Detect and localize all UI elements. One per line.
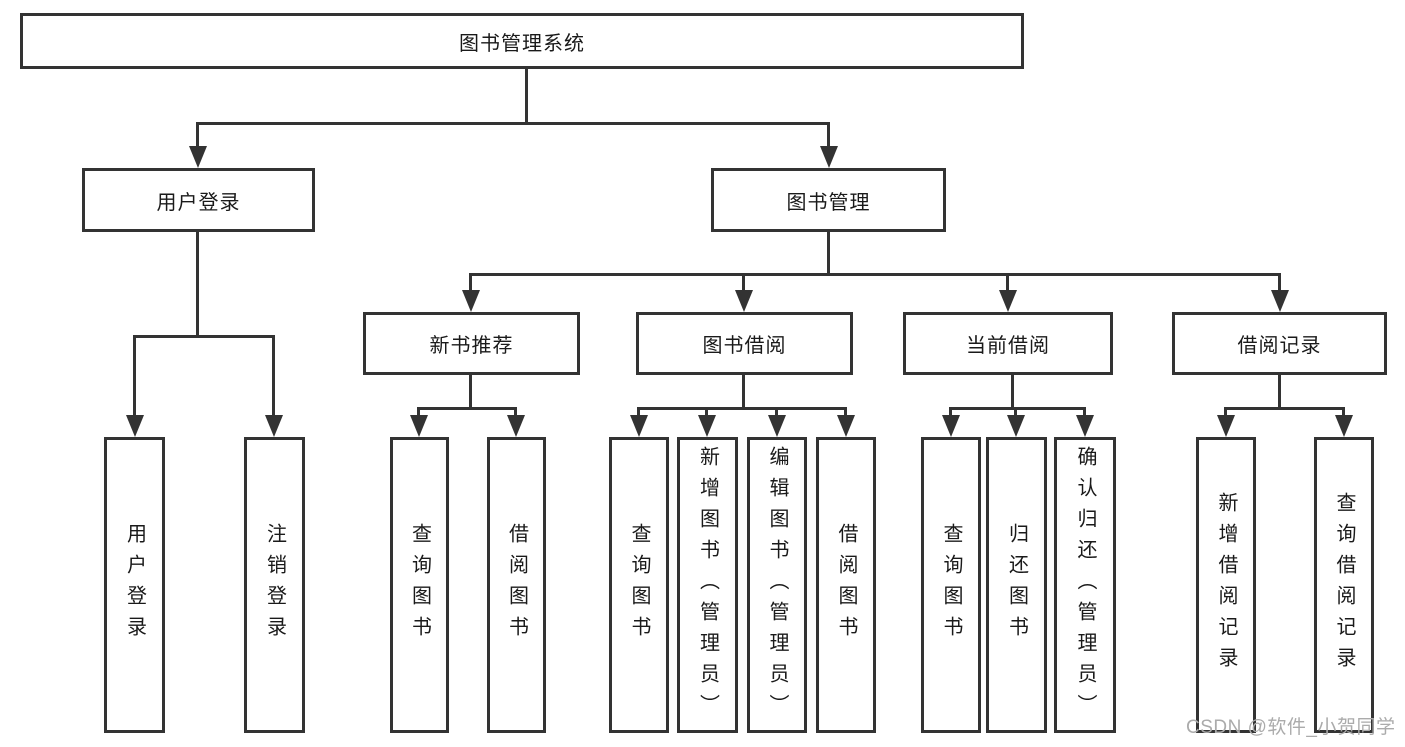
connector-drop — [272, 335, 275, 420]
node-book-borrow: 图书借阅 — [636, 312, 853, 375]
arrowhead — [630, 415, 648, 437]
node-new-book: 新书推荐 — [363, 312, 580, 375]
connector-l1-rail — [196, 122, 830, 125]
connector-drop — [1006, 273, 1009, 295]
leaf-current-confirm: 确认归还（管理员） — [1054, 437, 1116, 733]
arrowhead — [1335, 415, 1353, 437]
leaf-borrow-edit: 编辑图书（管理员） — [747, 437, 807, 733]
connector-drop — [1224, 407, 1227, 420]
arrowhead — [942, 415, 960, 437]
connector-drop — [1342, 407, 1345, 420]
arrowhead — [126, 415, 144, 437]
connector-drop — [133, 335, 136, 420]
leaf-logout: 注销登录 — [244, 437, 305, 733]
leaf-label: 查询图书 — [628, 523, 650, 647]
arrowhead — [698, 415, 716, 437]
arrowhead — [820, 146, 838, 168]
connector-userlogin-rail — [133, 335, 275, 338]
arrowhead — [768, 415, 786, 437]
leaf-label: 查询图书 — [408, 523, 431, 647]
connector-userlogin-stem — [196, 232, 199, 335]
arrowhead — [462, 290, 480, 312]
node-user-login: 用户登录 — [82, 168, 315, 232]
leaf-label: 新增图书（管理员） — [696, 445, 719, 725]
connector-drop — [742, 273, 745, 295]
connector-drop — [469, 273, 472, 295]
connector-currentborrow-rail — [949, 407, 1086, 410]
connector-drop — [417, 407, 420, 420]
connector-borrowrecord-stem — [1278, 375, 1281, 409]
leaf-record-query: 查询借阅记录 — [1314, 437, 1374, 733]
connector-drop — [705, 407, 708, 420]
connector-currentborrow-stem — [1011, 375, 1014, 409]
leaf-current-return: 归还图书 — [986, 437, 1047, 733]
leaf-newbook-query: 查询图书 — [390, 437, 449, 733]
leaf-record-add: 新增借阅记录 — [1196, 437, 1256, 733]
connector-newbook-rail — [417, 407, 517, 410]
leaf-label: 编辑图书（管理员） — [766, 445, 788, 725]
leaf-user-login: 用户登录 — [104, 437, 165, 733]
node-book-mgmt: 图书管理 — [711, 168, 946, 232]
leaf-label: 用户登录 — [123, 523, 146, 647]
leaf-newbook-borrow: 借阅图书 — [487, 437, 546, 733]
arrowhead — [1271, 290, 1289, 312]
connector-drop — [1278, 273, 1281, 295]
leaf-borrow-query: 查询图书 — [609, 437, 669, 733]
leaf-current-query: 查询图书 — [921, 437, 981, 733]
arrowhead — [735, 290, 753, 312]
leaf-label: 查询借阅记录 — [1333, 492, 1355, 678]
leaf-label: 确认归还（管理员） — [1074, 445, 1096, 725]
arrowhead — [410, 415, 428, 437]
connector-drop — [827, 122, 830, 150]
arrowhead — [265, 415, 283, 437]
connector-drop — [775, 407, 778, 420]
leaf-borrow-book: 借阅图书 — [816, 437, 876, 733]
leaf-label: 借阅图书 — [505, 523, 528, 647]
leaf-label: 新增借阅记录 — [1215, 492, 1237, 678]
leaf-label: 归还图书 — [1005, 523, 1028, 647]
connector-bookborrow-rail — [637, 407, 847, 410]
connector-drop — [514, 407, 517, 420]
arrowhead — [1217, 415, 1235, 437]
connector-drop — [949, 407, 952, 420]
leaf-label: 查询图书 — [940, 523, 962, 647]
node-borrow-record: 借阅记录 — [1172, 312, 1387, 375]
arrowhead — [189, 146, 207, 168]
connector-root-stem — [525, 69, 528, 122]
arrowhead — [837, 415, 855, 437]
connector-newbook-stem — [469, 375, 472, 409]
connector-drop — [1014, 407, 1017, 420]
node-root: 图书管理系统 — [20, 13, 1024, 69]
connector-bookborrow-stem — [742, 375, 745, 409]
connector-drop — [196, 122, 199, 150]
node-current-borrow: 当前借阅 — [903, 312, 1113, 375]
csdn-watermark: CSDN @软件_小贺同学 — [1186, 717, 1396, 738]
arrowhead — [999, 290, 1017, 312]
connector-drop — [844, 407, 847, 420]
arrowhead — [1076, 415, 1094, 437]
connector-drop — [1083, 407, 1086, 420]
connector-bookmgmt-stem — [827, 232, 830, 275]
arrowhead — [507, 415, 525, 437]
arrowhead — [1007, 415, 1025, 437]
leaf-label: 借阅图书 — [835, 523, 857, 647]
leaf-borrow-add: 新增图书（管理员） — [677, 437, 738, 733]
connector-drop — [637, 407, 640, 420]
connector-borrowrecord-rail — [1224, 407, 1345, 410]
leaf-label: 注销登录 — [263, 523, 286, 647]
connector-l2-rail — [469, 273, 1281, 276]
